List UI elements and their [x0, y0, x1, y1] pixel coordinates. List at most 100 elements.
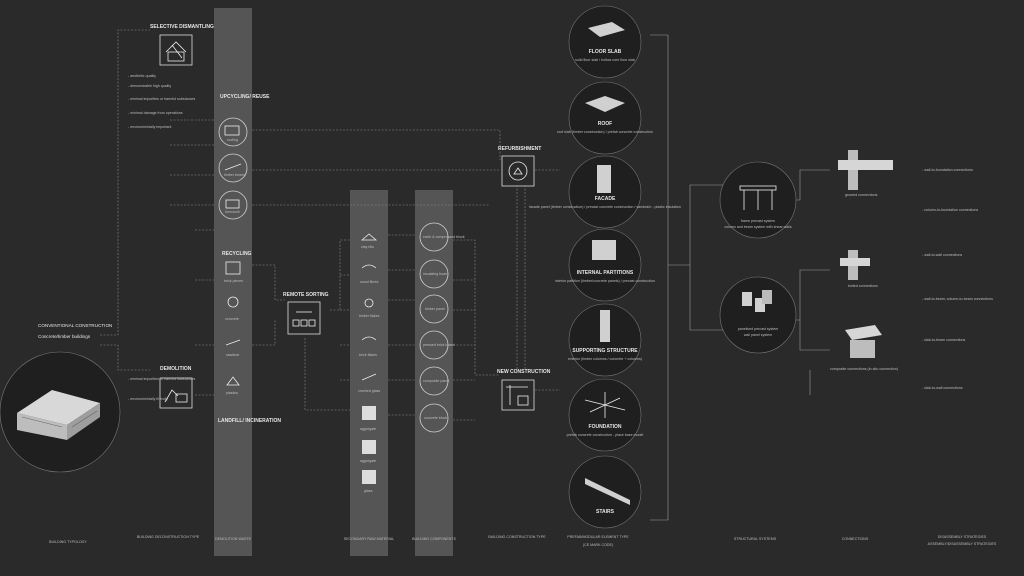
waste-item: timber beams — [224, 173, 246, 177]
prefab-elements: FLOOR SLAB solid floor slab / hollow cor… — [529, 5, 681, 529]
refurbish-cycle-icon — [508, 161, 528, 181]
typology-subheading: Concrete/timber buildings — [38, 334, 91, 339]
refurbishment-box — [501, 155, 535, 187]
demolition-title: DEMOLITION — [160, 366, 192, 372]
new-construction-box — [501, 379, 535, 411]
component-item: earth & compressed block — [423, 235, 465, 239]
glass-swatch — [362, 470, 376, 484]
system-title: panelised precast system — [738, 327, 779, 331]
footer-prefab-sub: (CE MARK CODE) — [583, 543, 613, 547]
roofing-icon — [224, 125, 240, 136]
waste-item: sawdust — [226, 353, 239, 357]
connection-icons: grouted connections bolted connections c… — [830, 150, 898, 371]
timber-beam-icon — [224, 163, 242, 171]
recycling-label: RECYCLING — [222, 251, 252, 257]
element-title: FLOOR SLAB — [589, 49, 622, 55]
waste-item: formwork — [225, 210, 240, 214]
footer-structural: STRUCTURAL SYSTEMS — [734, 537, 777, 541]
crane-icon — [506, 385, 529, 406]
system-sub: wall panel system — [744, 333, 772, 337]
selective-note: - environmentally important — [128, 125, 171, 129]
footer-typology: BUILDING TYPOLOGY — [49, 540, 87, 544]
stairs-icon — [585, 478, 630, 505]
footer-disassembly: DISASSEMBLY STRATEGIES — [938, 535, 987, 539]
typology-heading: CONVENTIONAL CONSTRUCTION — [38, 323, 112, 328]
component-item: composite panel — [423, 379, 449, 383]
footer-labels: BUILDING TYPOLOGY BUILDING DECONSTRUCTIO… — [49, 535, 997, 547]
composite-connection-icon — [845, 325, 882, 340]
flow-lines — [100, 29, 830, 521]
footer-connections: CONNECTIONS — [842, 537, 869, 541]
selective-title: SELECTIVE DISMANTLING — [150, 24, 214, 30]
concrete-icon — [227, 296, 239, 308]
panel-icon — [742, 290, 772, 312]
sawdust-icon — [225, 339, 241, 346]
footer-components: BUILDING COMPONENTS — [412, 537, 456, 541]
plastics-icon — [226, 376, 240, 386]
material-item: aggregate — [360, 427, 376, 431]
landfill-label: LANDFILL/ INCINERATION — [218, 418, 281, 424]
material-item: clay bits — [361, 245, 374, 249]
building-components-column — [415, 190, 453, 556]
component-circle — [419, 294, 449, 324]
column-icon — [600, 310, 610, 342]
demolition-note: - minimal impurities or harmful substanc… — [128, 377, 196, 381]
element-sub: prefab concrete construction - place bas… — [567, 433, 644, 437]
component-circle — [419, 259, 449, 289]
selective-note: - aesthetic quality — [128, 74, 156, 78]
connection-label: bolted connections — [848, 284, 878, 288]
formwork-circle — [218, 190, 248, 220]
partitions-circle — [568, 228, 642, 302]
material-item: timber flakes — [359, 314, 380, 318]
connection-label: composite connections (in-situ connectio… — [830, 367, 898, 371]
material-item: glass — [364, 489, 373, 493]
frame-icon — [739, 185, 777, 210]
material-item: aggregate — [360, 459, 376, 463]
footer-construction: BUILDING CONSTRUCTION TYPE — [488, 535, 546, 539]
glass-icon — [361, 373, 377, 381]
demolition-box — [159, 377, 193, 409]
component-item: pressed brick board — [423, 343, 455, 347]
waste-item: plastics — [226, 391, 238, 395]
strategy-item: - wall-to-beam; column-to-beam connectio… — [922, 297, 993, 301]
component-list: earth & compressed block insulating boar… — [419, 222, 465, 433]
panel-system-circle — [719, 276, 797, 354]
selective-note: - minimal impurities or harmful substanc… — [128, 97, 196, 101]
refurbish-house-icon — [513, 167, 523, 175]
component-circle — [419, 403, 449, 433]
element-sub: interior partition (timber/concrete pane… — [555, 279, 655, 283]
strategy-item: - wall-to-wall connections — [922, 253, 962, 257]
footer-secondary: SECONDARY RAW MATERIAL — [344, 537, 395, 541]
refurbishment-title: REFURBISHMENT — [498, 146, 541, 152]
brick-flakes-icon — [361, 336, 377, 341]
selective-note: - demonstrable high quality — [128, 84, 171, 88]
brick-icon — [225, 261, 241, 275]
element-sub: solid floor slab / hollow core floor sla… — [575, 58, 635, 62]
roof-circle — [568, 81, 642, 155]
aggregate-swatch — [362, 440, 376, 454]
clay-icon — [360, 233, 378, 241]
demolition-waste-column — [214, 8, 252, 556]
element-title: SUPPORTING STRUCTURE — [572, 348, 638, 354]
roof-icon — [585, 96, 625, 112]
component-circle — [419, 330, 449, 360]
material-item: crushed glass — [358, 389, 380, 393]
element-title: FOUNDATION — [589, 424, 622, 430]
footer-disassembly-sub: ASSEMBLY/DISASSEMBLY STRATEGIES — [928, 542, 997, 546]
formwork-icon — [225, 199, 240, 209]
facade-icon — [597, 165, 611, 193]
component-item: concrete block — [424, 416, 447, 420]
component-item: insulating board — [423, 272, 448, 276]
waste-item: roofing — [227, 138, 238, 142]
element-sub: roof slab (timber construction) / prefab… — [557, 130, 653, 134]
upcycling-label: UPCYCLING/ REUSE — [220, 94, 270, 100]
material-list: clay bits wood fibres timber flakes bric… — [358, 233, 380, 493]
sorting-icon — [292, 311, 316, 327]
timber-flakes-icon — [364, 298, 374, 308]
strategy-item: - slab-to-beam connections — [922, 338, 966, 342]
dismantle-house-icon — [165, 41, 187, 62]
element-sub: facade panel (timber construction) / pre… — [529, 205, 681, 209]
demolition-note: - environmentally friendly — [128, 397, 168, 401]
house-illustration — [17, 390, 100, 440]
material-item: brick flakes — [359, 353, 377, 357]
